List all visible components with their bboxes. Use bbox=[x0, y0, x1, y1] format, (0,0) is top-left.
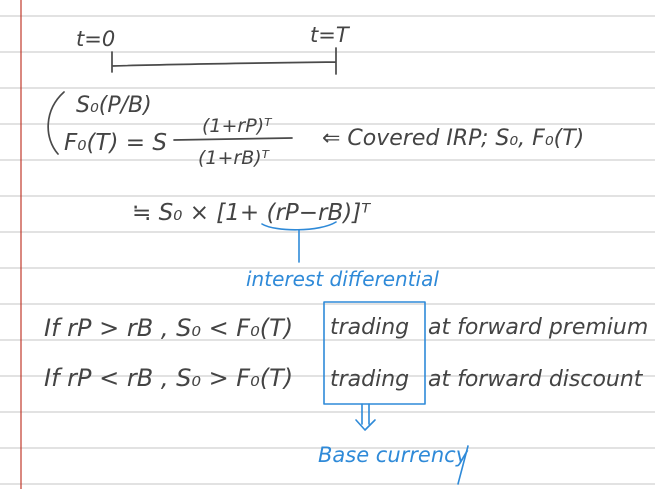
row2-condition: If rP < rB , S₀ > F₀(T) bbox=[44, 364, 293, 392]
row1-trading: trading bbox=[330, 315, 409, 340]
base-currency-arrow bbox=[355, 403, 376, 431]
fraction-denominator: (1+rB)ᵀ bbox=[198, 147, 271, 169]
row1-condition: If rP > rB , S₀ < F₀(T) bbox=[44, 314, 293, 342]
interest-differential-annotation: interest differential bbox=[246, 221, 439, 291]
interest-differential-label: interest differential bbox=[246, 267, 439, 291]
trading-box bbox=[323, 301, 426, 405]
covered-irp-label: ⇐ Covered IRP; S₀, F₀(T) bbox=[322, 126, 584, 151]
spot-rate-label: S₀(P/B) bbox=[76, 93, 152, 118]
grouping-parenthesis bbox=[47, 91, 65, 155]
timeline-axis bbox=[111, 47, 337, 75]
approximation-formula: ≒ S₀ × [1+ (rP−rB)]ᵀ bbox=[132, 200, 371, 226]
ruled-lines bbox=[0, 15, 655, 485]
timeline: t=0 t=T bbox=[76, 23, 351, 75]
base-currency-tail bbox=[457, 445, 469, 485]
base-currency-label: Base currency bbox=[318, 443, 469, 467]
forward-rate-lhs: F₀(T) = S bbox=[64, 130, 167, 156]
row1-result: at forward premium bbox=[428, 315, 648, 340]
timeline-start-label: t=0 bbox=[76, 27, 115, 51]
timeline-end-label: t=T bbox=[310, 23, 351, 47]
differential-bracket bbox=[261, 221, 337, 231]
trading-highlight-box: Base currency bbox=[318, 301, 469, 485]
fraction-numerator: (1+rP)ᵀ bbox=[202, 115, 273, 137]
row2-result: at forward discount bbox=[428, 367, 644, 392]
fraction-bar bbox=[173, 137, 293, 141]
row2-trading: trading bbox=[330, 367, 409, 392]
